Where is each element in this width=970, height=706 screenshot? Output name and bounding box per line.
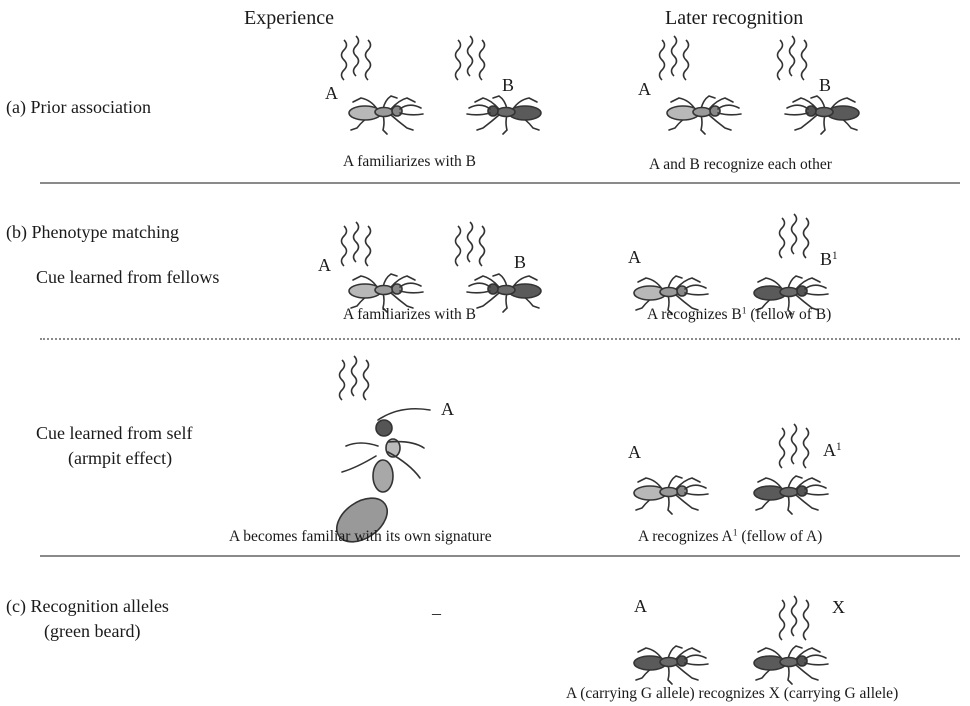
row-c-later-ants xyxy=(634,596,828,684)
row-a-later-letter-left: A xyxy=(638,80,651,98)
b1-caption-post: (fellow of B) xyxy=(747,306,832,323)
b1-superscript: 1 xyxy=(832,250,838,262)
row-b1-later-letter-right: B1 xyxy=(820,250,838,268)
row-a-later-caption: A and B recognize each other xyxy=(649,157,832,173)
row-b2-experience-caption: A becomes familiar with its own signatur… xyxy=(229,529,492,545)
row-b1-experience-ants xyxy=(342,222,542,312)
row-b1-experience-caption: A familiarizes with B xyxy=(343,307,476,323)
row-b2-later-ants xyxy=(634,424,828,514)
row-a-later-letter-right: B xyxy=(819,76,831,94)
row-b1-later-letter-left: A xyxy=(628,248,641,266)
b1-letter: B xyxy=(820,249,832,269)
row-c-later-letter-left: A xyxy=(634,597,647,615)
row-b1-exp-letter-right: B xyxy=(514,253,526,271)
row-b2-later-letter-right: A1 xyxy=(823,441,842,459)
row-c-experience-dash: – xyxy=(432,604,441,622)
row-b1-later-ants xyxy=(634,214,828,314)
row-b1-later-caption: A recognizes B1 (fellow of B) xyxy=(647,307,831,323)
row-b2-later-letter-left: A xyxy=(628,443,641,461)
row-b1-exp-letter-left: A xyxy=(318,256,331,274)
b1-caption-pre: A recognizes B xyxy=(647,306,742,323)
row-c-later-caption: A (carrying G allele) recognizes X (carr… xyxy=(566,686,898,702)
row-a-exp-letter-left: A xyxy=(325,84,338,102)
row-c-later-letter-right: X xyxy=(832,598,845,616)
b2-superscript: 1 xyxy=(836,441,842,453)
row-b2-exp-letter: A xyxy=(441,400,454,418)
row-a-experience-caption: A familiarizes with B xyxy=(343,154,476,170)
b2-letter: A xyxy=(823,440,836,460)
b2-caption-post: (fellow of A) xyxy=(738,528,823,545)
row-a-exp-letter-right: B xyxy=(502,76,514,94)
row-b2-experience-ant xyxy=(329,356,430,551)
b2-caption-pre: A recognizes A xyxy=(638,528,733,545)
row-b2-later-caption: A recognizes A1 (fellow of A) xyxy=(638,529,822,545)
